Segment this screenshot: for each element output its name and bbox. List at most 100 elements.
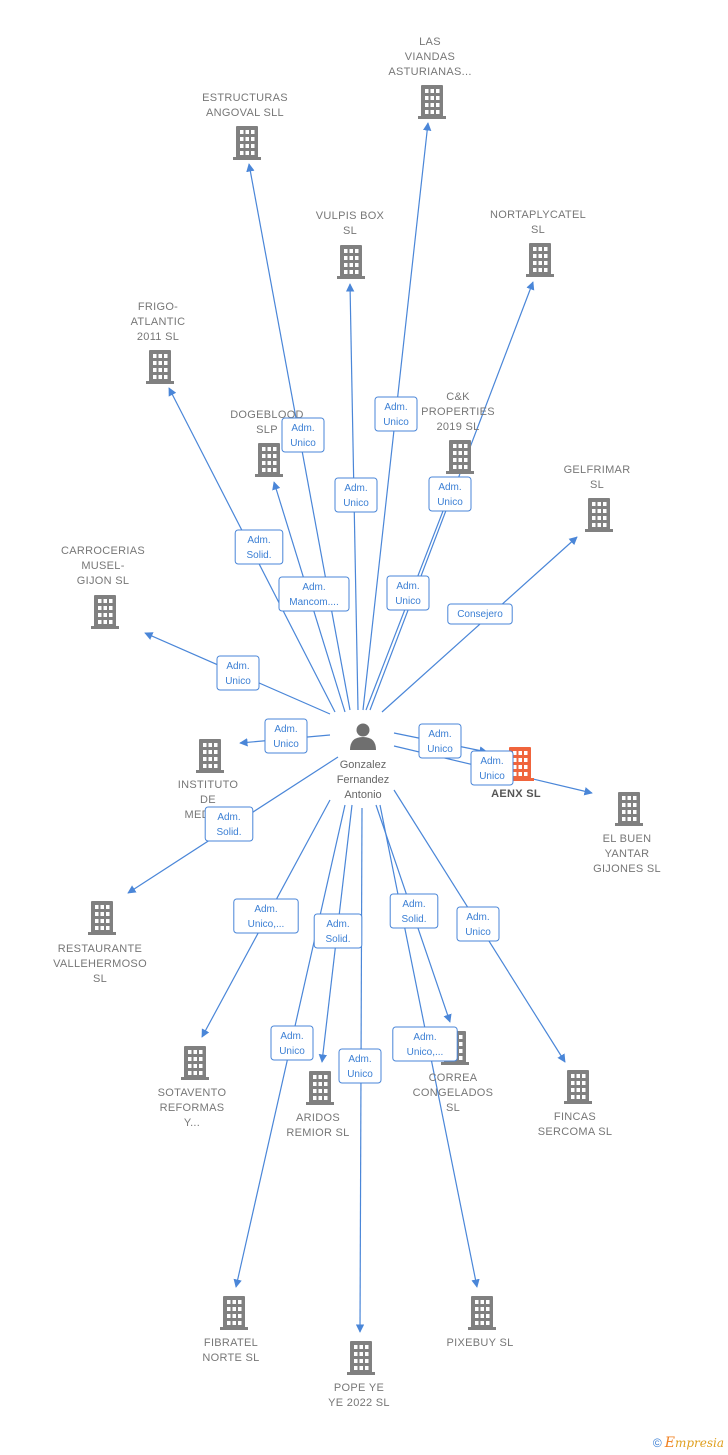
role-label-aenx[interactable]: Adm. Unico (418, 723, 462, 759)
company-node-nortaplycatel[interactable] (526, 243, 554, 277)
building-icon (526, 243, 554, 277)
role-label-aridos-remior[interactable]: Adm.Solid. (313, 913, 363, 949)
company-label-line: VIANDAS (405, 51, 455, 63)
company-node-pixebuy[interactable] (468, 1296, 496, 1330)
role-label-text: Unico (427, 744, 453, 755)
company-node-instituto-medic[interactable] (196, 739, 224, 773)
building-icon (233, 126, 261, 160)
role-label-text: Adm. (466, 912, 489, 923)
role-label-text: Solid. (401, 914, 426, 925)
company-label-line: ANGOVAL SLL (206, 107, 284, 119)
role-label-text: Unico (273, 739, 299, 750)
company-label-aridos-remior[interactable]: ARIDOS REMIOR SL (286, 1112, 349, 1139)
company-label-line: DE (200, 794, 216, 806)
building-icon (306, 1071, 334, 1105)
company-label-line: 2011 SL (137, 331, 179, 343)
person-label-line: Antonio (344, 789, 381, 801)
company-label-pixebuy[interactable]: PIXEBUY SL (447, 1337, 514, 1349)
role-label-text: Unico (465, 927, 491, 938)
company-node-ck-properties[interactable] (446, 440, 474, 474)
role-label-carrocerias-musel[interactable]: Adm. Unico (216, 655, 260, 691)
company-node-aridos-remior[interactable] (306, 1071, 334, 1105)
company-label-line: YANTAR (605, 848, 650, 860)
company-node-sotavento[interactable] (181, 1046, 209, 1080)
company-label-line: PIXEBUY SL (447, 1337, 514, 1349)
company-label-line: ARIDOS (296, 1112, 340, 1124)
company-label-line: SLP (256, 424, 278, 436)
role-label-nortaplycatel[interactable]: Adm.Unico (386, 575, 430, 611)
role-label-el-buen-yantar[interactable]: Adm.Unico (470, 750, 514, 786)
role-label-text: Adm. (217, 812, 240, 823)
company-node-fibratel-norte[interactable] (220, 1296, 248, 1330)
role-label-sotavento[interactable]: Adm.Unico,... (233, 898, 299, 934)
role-label-text: Solid. (216, 827, 241, 838)
role-label-correa-congelados[interactable]: Adm.Solid. (389, 893, 439, 929)
role-label-text: Unico (347, 1069, 373, 1080)
role-label-restaurante-vallehermoso[interactable]: Adm. Solid. (204, 806, 254, 842)
role-label-text: Adm. (428, 729, 451, 740)
role-label-text: Unico (225, 676, 251, 687)
company-node-carrocerias-musel[interactable] (91, 595, 119, 629)
company-node-vulpis-box[interactable] (337, 245, 365, 279)
company-label-line: REMIOR SL (286, 1127, 349, 1139)
company-node-gelfrimar[interactable] (585, 498, 613, 532)
building-icon (88, 901, 116, 935)
company-label-line: FRIGO- (138, 301, 178, 313)
building-icon (255, 443, 283, 477)
role-label-ck-properties[interactable]: Adm.Unico (428, 476, 472, 512)
role-label-text: Adm. (226, 661, 249, 672)
company-label-line: SL (93, 973, 107, 985)
company-node-fincas-sercoma[interactable] (564, 1070, 592, 1104)
edge-labels-layer: Adm.UnicoAdm.UnicoAdm.UnicoAdm.UnicoAdm.… (204, 396, 514, 1084)
company-node-estructuras-angoval[interactable] (233, 126, 261, 160)
role-label-pope-ye-ye[interactable]: Adm.Unico (338, 1048, 382, 1084)
building-icon (564, 1070, 592, 1104)
role-label-vulpis-box[interactable]: Adm.Unico (334, 477, 378, 513)
company-node-pope-ye-ye[interactable] (347, 1341, 375, 1375)
role-label-pixebuy[interactable]: Adm.Unico,... (392, 1026, 458, 1062)
role-label-estructuras-angoval[interactable]: Adm.Unico (281, 417, 325, 453)
role-label-fibratel-norte[interactable]: Adm.Unico (270, 1025, 314, 1061)
role-label-las-viandas[interactable]: Adm.Unico (374, 396, 418, 432)
building-icon (181, 1046, 209, 1080)
company-node-frigo-atlantic[interactable] (146, 350, 174, 384)
company-node-las-viandas[interactable] (418, 85, 446, 119)
company-label-line: SL (446, 1102, 460, 1114)
company-label-restaurante-vallehermoso[interactable]: RESTAURANTE VALLEHERMOSO SL (53, 943, 147, 985)
company-label-line: RESTAURANTE (58, 943, 142, 955)
company-node-restaurante-vallehermoso[interactable] (88, 901, 116, 935)
company-label-line: VALLEHERMOSO (53, 958, 147, 970)
company-label-line: SL (531, 224, 545, 236)
role-label-text: Unico (437, 497, 463, 508)
building-icon (91, 595, 119, 629)
role-label-dogeblood[interactable]: Adm.Mancom.... (278, 576, 350, 612)
role-label-gelfrimar[interactable]: Consejero (447, 603, 513, 625)
company-node-el-buen-yantar[interactable] (615, 792, 643, 826)
role-label-fincas-sercoma[interactable]: Adm. Unico (456, 906, 500, 942)
building-icon (468, 1296, 496, 1330)
role-label-frigo-atlantic[interactable]: Adm.Solid. (234, 529, 284, 565)
company-label-aenx[interactable]: AENX SL (491, 788, 541, 800)
company-label-line: POPE YE (334, 1382, 384, 1394)
company-node-dogeblood[interactable] (255, 443, 283, 477)
role-label-instituto-medic[interactable]: Adm.Unico (264, 718, 308, 754)
role-label-text: Adm. (413, 1032, 436, 1043)
role-label-text: Adm. (480, 756, 503, 767)
